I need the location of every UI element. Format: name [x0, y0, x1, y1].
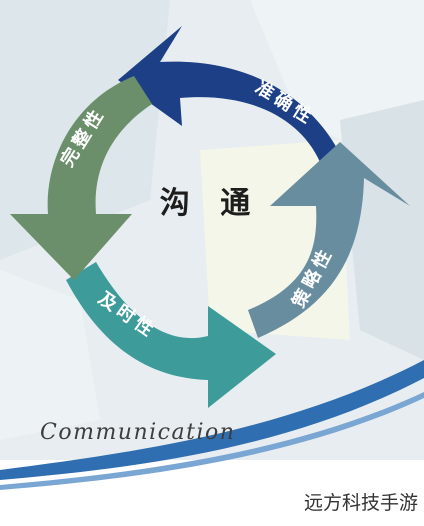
segment-timeliness — [66, 262, 276, 408]
segment-completeness — [10, 76, 152, 280]
caption-communication: Communication — [40, 420, 236, 445]
segment-accuracy — [118, 26, 338, 162]
blue-swoosh — [0, 360, 424, 480]
watermark-text: 远方科技手游 — [303, 492, 418, 514]
segment-strategy — [248, 142, 410, 338]
bg-panel-bottomleft — [0, 270, 100, 440]
center-title: 沟 通 — [159, 186, 261, 221]
